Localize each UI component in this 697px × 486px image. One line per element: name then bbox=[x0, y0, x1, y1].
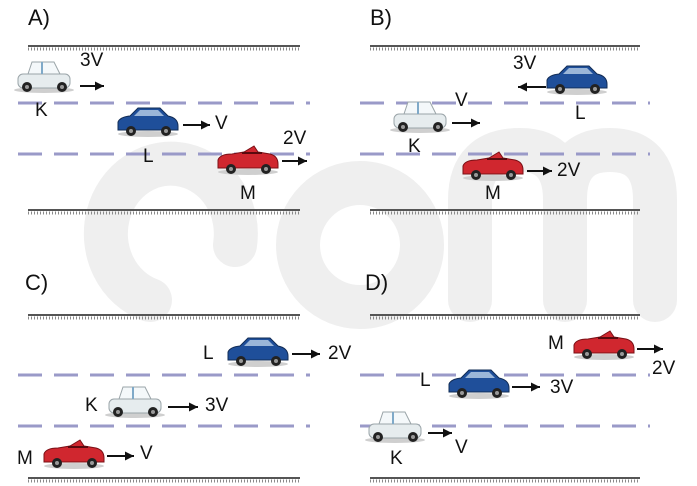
speed-label-l-c: 2V bbox=[328, 343, 352, 364]
road-bottom-edge-c bbox=[28, 477, 300, 483]
car-label-m-a: M bbox=[240, 183, 256, 204]
car-l-b bbox=[546, 65, 608, 95]
road-top-edge-c bbox=[28, 314, 300, 320]
arrow-k-a bbox=[80, 81, 104, 91]
speed-label-l-b: 3V bbox=[513, 53, 537, 74]
car-m-d bbox=[573, 330, 635, 360]
speed-label-m-a: 2V bbox=[283, 128, 307, 149]
car-m-a bbox=[217, 145, 279, 175]
arrow-l-d bbox=[512, 382, 540, 392]
car-label-k-a: K bbox=[35, 100, 48, 121]
speed-label-k-c: 3V bbox=[205, 395, 229, 416]
car-l-a bbox=[117, 107, 179, 137]
arrow-l-b bbox=[518, 82, 546, 92]
arrow-k-b bbox=[452, 118, 480, 128]
arrow-k-c bbox=[168, 402, 198, 412]
speed-label-k-d: V bbox=[455, 437, 468, 458]
car-m-c bbox=[43, 439, 105, 469]
car-k-b bbox=[390, 101, 450, 133]
car-label-l-c: L bbox=[203, 343, 214, 364]
car-label-l-b: L bbox=[575, 103, 586, 124]
panel-label-c: C) bbox=[25, 270, 49, 295]
panel-label-a: A) bbox=[28, 5, 50, 30]
arrow-m-b bbox=[527, 166, 552, 176]
speed-label-m-b: 2V bbox=[557, 160, 581, 181]
arrow-l-c bbox=[292, 349, 320, 359]
car-m-b bbox=[462, 151, 524, 181]
car-l-c bbox=[227, 337, 289, 367]
car-label-k-c: K bbox=[85, 395, 98, 416]
arrow-k-d bbox=[428, 428, 452, 438]
arrow-m-c bbox=[107, 451, 134, 461]
road-top-edge-d bbox=[370, 314, 640, 320]
car-label-m-d: M bbox=[548, 333, 564, 354]
car-k-d bbox=[365, 411, 425, 443]
car-label-k-b: K bbox=[408, 136, 421, 157]
road-top-edge-a bbox=[28, 45, 300, 51]
car-label-m-c: M bbox=[17, 448, 33, 469]
car-label-k-d: K bbox=[390, 448, 403, 469]
arrow-m-a bbox=[282, 156, 307, 166]
speed-label-l-a: V bbox=[215, 113, 228, 134]
panel-label-d: D) bbox=[365, 270, 389, 295]
car-label-m-b: M bbox=[485, 183, 501, 204]
car-k-c bbox=[105, 386, 165, 418]
speed-label-m-d: 2V bbox=[652, 358, 676, 379]
speed-label-k-b: V bbox=[455, 90, 468, 111]
road-bottom-edge-a bbox=[28, 209, 300, 215]
car-label-l-a: L bbox=[143, 146, 154, 167]
road-bottom-edge-d bbox=[370, 477, 640, 483]
speed-label-m-c: V bbox=[140, 443, 153, 464]
road-top-edge-b bbox=[370, 45, 640, 51]
speed-label-l-d: 3V bbox=[550, 377, 574, 398]
car-l-d bbox=[448, 369, 510, 399]
panel-label-b: B) bbox=[370, 5, 392, 30]
arrow-l-a bbox=[183, 120, 210, 130]
car-k-a bbox=[14, 61, 74, 93]
road-bottom-edge-b bbox=[370, 209, 640, 215]
car-label-l-d: L bbox=[420, 370, 431, 391]
arrow-m-d bbox=[637, 344, 663, 354]
speed-label-k-a: 3V bbox=[80, 50, 104, 71]
